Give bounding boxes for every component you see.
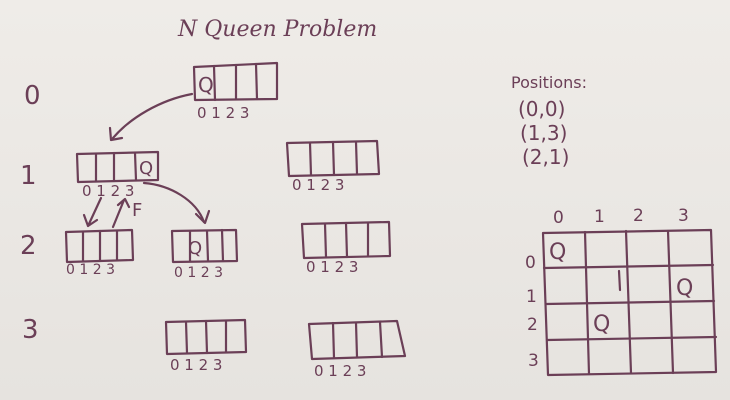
board-queens: Q Q Q	[549, 240, 693, 337]
level-label-3: 3	[22, 315, 39, 345]
arrow-head	[108, 126, 124, 142]
board-queen-2: Q	[593, 312, 610, 337]
index-label: 0 1 2 3	[82, 182, 134, 200]
board-queen-0: Q	[549, 240, 566, 265]
queen-marker: Q	[139, 158, 153, 179]
array-level-2-a: 0 1 2 3	[64, 228, 135, 278]
level-label-1: 1	[20, 161, 37, 191]
board-row-label: 1	[526, 287, 537, 307]
title: N Queen Problem	[177, 17, 377, 42]
positions-heading: Positions:	[511, 73, 587, 92]
index-label: 0 1 2 3	[174, 265, 223, 281]
index-label: 0 1 2 3	[314, 362, 366, 380]
position-item: (0,0)	[518, 97, 565, 121]
board-row-lines	[542, 263, 718, 342]
board-col-label: 1	[594, 207, 605, 227]
board-queen-1: Q	[676, 276, 693, 301]
positions-note: Positions: (0,0) (1,3) (2,1)	[511, 73, 587, 169]
failure-mark: F	[132, 200, 142, 221]
array-level-3-b: 0 1 2 3	[307, 319, 407, 380]
backtrack-arrow	[111, 197, 131, 229]
array-level-0: Q 0 1 2 3	[192, 61, 279, 122]
queen-marker: Q	[198, 73, 214, 97]
board-outline	[541, 228, 718, 377]
board-row-label: 0	[525, 253, 536, 273]
array-level-3-a: 0 1 2 3	[164, 318, 248, 374]
queen-marker: Q	[188, 238, 202, 259]
stray-mark	[617, 269, 622, 292]
index-label: 0 1 2 3	[170, 356, 222, 374]
branch-arrow	[111, 92, 194, 140]
index-label: 0 1 2 3	[197, 104, 249, 122]
branch-arrow-right	[142, 181, 206, 224]
board-col-label: 0	[553, 208, 564, 228]
position-item: (2,1)	[522, 145, 569, 169]
level-label-0: 0	[24, 81, 41, 111]
chess-board-grid	[541, 228, 718, 377]
array-level-1-left: Q 0 1 2 3	[75, 150, 160, 200]
index-label: 0 1 2 3	[292, 176, 344, 194]
board-col-label: 2	[633, 206, 644, 226]
position-item: (1,3)	[520, 121, 567, 145]
branch-arrow-down	[82, 196, 103, 228]
array-level-2-c: 0 1 2 3	[300, 220, 392, 276]
index-label: 0 1 2 3	[66, 262, 115, 278]
board-row-label: 2	[527, 315, 538, 335]
array-level-2-b: Q 0 1 2 3	[170, 228, 239, 281]
board-row-label: 3	[528, 351, 539, 371]
array-level-1-right: 0 1 2 3	[285, 139, 381, 194]
level-label-2: 2	[20, 231, 37, 261]
index-label: 0 1 2 3	[306, 258, 358, 276]
board-col-label: 3	[678, 206, 689, 226]
arrow-head	[194, 209, 211, 225]
